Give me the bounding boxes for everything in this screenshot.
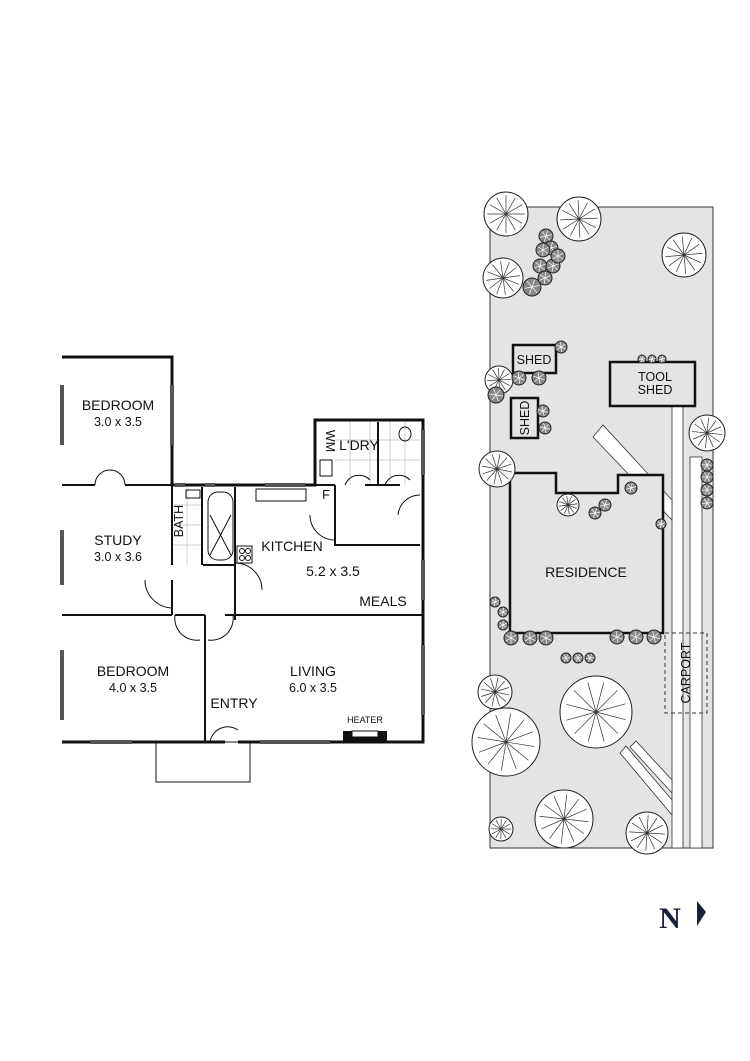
trees xyxy=(471,191,726,855)
bath-vanity xyxy=(185,489,201,499)
tree-icon xyxy=(483,191,529,237)
tree-icon xyxy=(497,619,509,631)
tree-icon xyxy=(482,257,524,299)
washing-machine xyxy=(319,459,333,477)
tool-shed-label-line2: SHED xyxy=(638,383,673,397)
tree-icon xyxy=(554,340,568,354)
north-arrow: N xyxy=(659,901,706,935)
tree-icon xyxy=(477,674,513,710)
tree-icon xyxy=(598,498,612,512)
tree-icon xyxy=(471,707,541,777)
tree-icon xyxy=(497,606,509,618)
tree-icon xyxy=(560,652,572,664)
windows xyxy=(60,385,425,744)
tree-icon xyxy=(538,630,554,646)
tree-icon xyxy=(522,277,542,297)
tree-icon xyxy=(655,518,667,530)
tree-icon xyxy=(657,354,667,364)
tree-icon xyxy=(503,630,519,646)
room-size-living: 6.0 x 3.5 xyxy=(289,681,337,695)
room-label-bedroom-1: BEDROOM xyxy=(82,397,154,413)
bath-tiles xyxy=(172,487,203,565)
tree-icon xyxy=(646,629,662,645)
tree-icon xyxy=(572,652,584,664)
tree-icon xyxy=(536,404,550,418)
tree-icon xyxy=(688,414,726,452)
room-size-kitchen: 5.2 x 3.5 xyxy=(306,563,360,579)
kitchen-sink xyxy=(255,488,307,502)
tree-icon xyxy=(625,811,669,855)
shed-2 xyxy=(509,396,540,440)
tree-icon xyxy=(559,675,633,749)
bathtub-drain-lines xyxy=(209,514,232,556)
front-path xyxy=(619,740,673,817)
tree-icon xyxy=(556,196,602,242)
entry-label: ENTRY xyxy=(210,695,258,711)
driveway-strip-right xyxy=(689,456,703,849)
wm-label: WM xyxy=(323,430,337,452)
driveway-strip-left xyxy=(671,362,684,849)
tree-icon xyxy=(532,258,548,274)
tree-icon xyxy=(700,483,714,497)
floor-plan: BEDROOM 3.0 x 3.5 STUDY 3.0 x 3.6 BEDROO… xyxy=(60,355,425,783)
tree-icon xyxy=(624,481,638,495)
meals-label: MEALS xyxy=(359,593,406,609)
room-size-study: 3.0 x 3.6 xyxy=(94,550,142,564)
tree-icon xyxy=(556,493,580,517)
tree-icon xyxy=(478,450,516,488)
tree-icon xyxy=(661,232,707,278)
tree-icon xyxy=(488,816,514,842)
bathtub xyxy=(207,491,234,561)
north-arrow-icon xyxy=(697,901,706,926)
north-label: N xyxy=(659,902,681,935)
tree-icon xyxy=(647,354,657,364)
room-label-study: STUDY xyxy=(94,532,142,548)
room-size-bedroom-2: 4.0 x 3.5 xyxy=(109,681,157,695)
tree-icon xyxy=(550,248,566,264)
tree-icon xyxy=(535,242,551,258)
tree-icon xyxy=(489,596,501,608)
tool-shed-label-line1: TOOL xyxy=(638,370,672,384)
site-plan: RESIDENCE SHED SHED TOOL SHED CARPORT xyxy=(471,191,726,855)
shed-1-label: SHED xyxy=(517,353,552,367)
tree-icon xyxy=(700,470,714,484)
tree-icon xyxy=(487,386,505,404)
tree-icon xyxy=(484,365,514,395)
tree-icon xyxy=(628,629,644,645)
interior-walls xyxy=(62,422,423,742)
tree-icon xyxy=(522,630,538,646)
tree-icon xyxy=(588,506,602,520)
tree-icon xyxy=(584,652,596,664)
tree-icon xyxy=(700,458,714,472)
cooktop xyxy=(236,545,253,564)
room-label-living: LIVING xyxy=(290,663,336,679)
tree-icon xyxy=(531,370,547,386)
heater-label: HEATER xyxy=(347,715,383,725)
carport-label: CARPORT xyxy=(679,642,693,703)
tree-icon xyxy=(534,789,594,849)
room-size-bedroom-1: 3.0 x 3.5 xyxy=(94,415,142,429)
fridge-label: F xyxy=(322,488,330,502)
tool-shed xyxy=(608,360,697,408)
bath-label: BATH xyxy=(172,505,186,537)
carport-outline xyxy=(664,632,708,714)
shed-2-label: SHED xyxy=(518,401,532,436)
residence-building xyxy=(508,471,665,635)
room-label-bedroom-2: BEDROOM xyxy=(97,663,169,679)
room-label-kitchen: KITCHEN xyxy=(261,538,322,554)
tree-icon xyxy=(637,354,647,364)
tree-icon xyxy=(537,270,553,286)
tree-icon xyxy=(538,421,552,435)
tree-icon xyxy=(511,370,527,386)
laundry-label: L'DRY xyxy=(339,437,379,453)
door-swings xyxy=(94,469,421,743)
residence-label: RESIDENCE xyxy=(545,564,627,580)
tree-icon xyxy=(609,629,625,645)
entry-porch xyxy=(155,741,251,783)
tree-icon xyxy=(700,496,714,510)
toilet xyxy=(398,426,412,442)
